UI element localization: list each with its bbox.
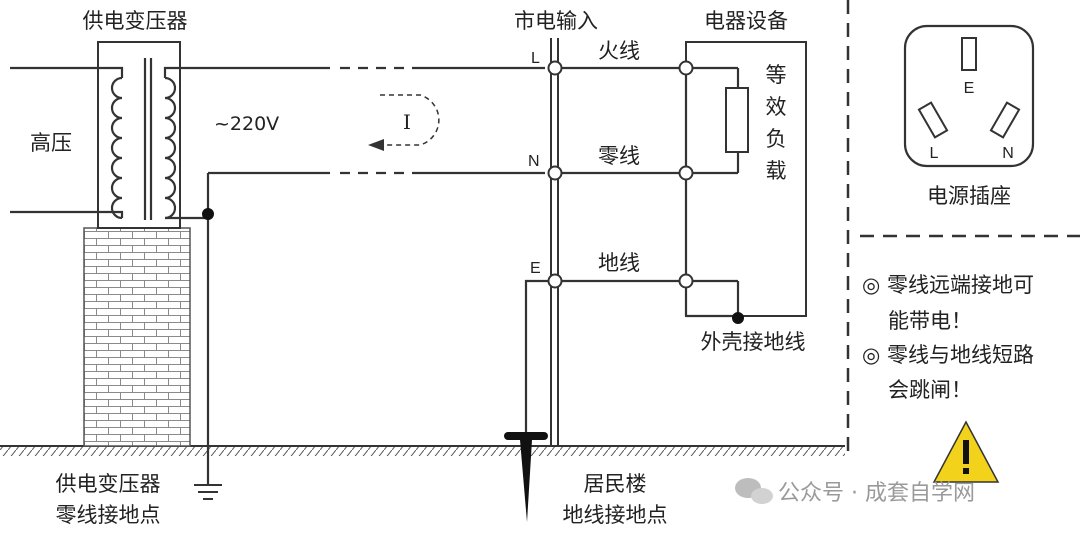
transformer-windings xyxy=(10,58,330,220)
panel-separators xyxy=(846,0,1080,460)
building-ground-label-1: 居民楼 xyxy=(584,472,647,496)
current-label: I xyxy=(403,110,411,134)
live-wire-label: 火线 xyxy=(598,39,640,63)
secondary-wiring xyxy=(206,66,545,485)
transformer-ground-symbol-icon xyxy=(194,484,222,500)
terminal-e-label: E xyxy=(530,260,541,277)
mains-input-label: 市电输入 xyxy=(514,9,598,33)
equivalent-load-resistor xyxy=(725,87,749,153)
equiv-load-char-1: 等 xyxy=(766,63,787,87)
equiv-load-char-2: 效 xyxy=(766,95,787,119)
wechat-logo-icon xyxy=(735,478,773,504)
appliance-label: 电器设备 xyxy=(704,9,788,33)
equiv-load-char-4: 载 xyxy=(766,159,787,183)
warning-sign-icon xyxy=(932,420,1000,483)
terminal-l-label: L xyxy=(531,50,540,67)
socket-e-label: E xyxy=(964,80,975,97)
mains-cable xyxy=(550,38,559,446)
neutral-wire-label: 零线 xyxy=(598,144,640,168)
current-arrow-icon xyxy=(368,139,384,151)
power-socket xyxy=(903,24,1035,168)
note1-line1: ◎ 零线远端接地可 xyxy=(862,273,1034,297)
equiv-load-char-3: 负 xyxy=(766,127,787,151)
terminals xyxy=(547,60,694,289)
case-ground-label: 外壳接地线 xyxy=(701,330,806,354)
note1-line2: 能带电！ xyxy=(888,309,972,333)
transformer-ground-label-1: 供电变压器 xyxy=(56,472,161,496)
voltage-label: ~220V xyxy=(214,113,279,135)
junction-dot xyxy=(202,208,214,220)
socket-title: 电源插座 xyxy=(927,184,1011,208)
transformer-ground-label-2: 零线接地点 xyxy=(56,503,161,527)
note2-line1: ◎ 零线与地线短路 xyxy=(862,343,1034,367)
high-voltage-label: 高压 xyxy=(30,131,72,155)
transformer-title: 供电变压器 xyxy=(83,9,188,33)
note2-line2: 会跳闸！ xyxy=(888,378,972,402)
socket-n-label: N xyxy=(1002,145,1014,162)
socket-l-label: L xyxy=(930,145,939,162)
appliance-box xyxy=(685,41,807,317)
case-ground-dot xyxy=(732,312,744,324)
transformer-tower xyxy=(83,41,191,447)
ground-surface xyxy=(0,445,845,456)
terminal-n-label: N xyxy=(528,153,540,170)
ground-wire-label: 地线 xyxy=(598,251,640,275)
ground-rod xyxy=(504,432,548,522)
building-ground-label-2: 地线接地点 xyxy=(563,503,668,527)
watermark-text: 公众号 · 成套自学网 xyxy=(778,481,975,506)
